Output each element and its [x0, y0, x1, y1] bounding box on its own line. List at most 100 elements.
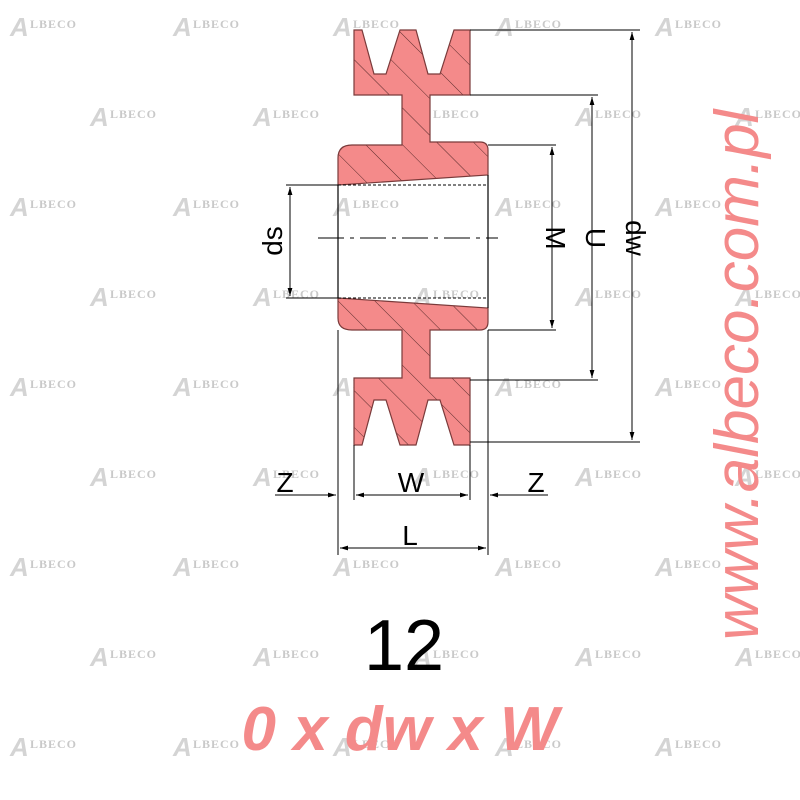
watermark-text: LBECO	[675, 737, 722, 751]
watermark-logo-mark: A	[734, 462, 754, 492]
watermark-text: LBECO	[515, 377, 562, 391]
watermark-text: LBECO	[193, 377, 240, 391]
watermark-text: LBECO	[353, 557, 400, 571]
watermark-logo-mark: A	[172, 372, 192, 402]
watermark-logo-mark: A	[172, 732, 192, 762]
watermark-text: LBECO	[675, 197, 722, 211]
watermark-text: LBECO	[30, 737, 77, 751]
watermark-text: LBECO	[110, 287, 157, 301]
watermark-logo-mark: A	[172, 12, 192, 42]
watermark-logo-mark: A	[89, 282, 109, 312]
watermark-logo-mark: A	[89, 462, 109, 492]
figure-number: 12	[364, 606, 444, 686]
watermark-text: LBECO	[110, 107, 157, 121]
watermark-logo-mark: A	[412, 642, 432, 672]
dimension-lines	[275, 29, 640, 555]
watermark-logo-mark: A	[574, 462, 594, 492]
watermark-logo-mark: A	[252, 102, 272, 132]
watermark-text: LBECO	[595, 287, 642, 301]
watermark-logo-mark: A	[494, 372, 514, 402]
size-formula: 0 x dw x W	[242, 695, 563, 764]
watermark-text: LBECO	[515, 737, 562, 751]
watermark-logo-mark: A	[332, 552, 352, 582]
watermark-logo-mark: A	[9, 12, 29, 42]
watermark-text: LBECO	[273, 107, 320, 121]
watermark-text: LBECO	[515, 17, 562, 31]
watermark-text: LBECO	[433, 467, 480, 481]
watermark-logo-mark: A	[574, 102, 594, 132]
watermark-text: LBECO	[675, 377, 722, 391]
watermark-text: LBECO	[755, 467, 800, 481]
watermark-logo-mark: A	[734, 102, 754, 132]
watermark-logo-mark: A	[172, 552, 192, 582]
watermark-logo-mark: A	[9, 192, 29, 222]
watermark-text: LBECO	[515, 557, 562, 571]
watermark-text: LBECO	[595, 467, 642, 481]
watermark-text: LBECO	[30, 557, 77, 571]
watermark-logo-mark: A	[574, 642, 594, 672]
watermark-text: LBECO	[193, 197, 240, 211]
watermark-text: LBECO	[755, 647, 800, 661]
watermark-logo-mark: A	[252, 642, 272, 672]
watermark-text: LBECO	[675, 557, 722, 571]
watermark-text: LBECO	[353, 737, 400, 751]
watermark-text: LBECO	[193, 17, 240, 31]
watermark-text: LBECO	[353, 197, 400, 211]
dim-label-l: L	[402, 520, 418, 551]
watermark-text: LBECO	[433, 647, 480, 661]
watermark-text: LBECO	[110, 647, 157, 661]
watermark-text: LBECO	[273, 287, 320, 301]
watermark-logo-mark: A	[9, 372, 29, 402]
dim-label-dw: dw	[620, 220, 651, 257]
dim-label-M: M	[540, 226, 571, 249]
watermark-logo-mark: A	[654, 372, 674, 402]
watermark-text: LBECO	[193, 557, 240, 571]
lower-section	[337, 297, 489, 446]
watermark-logo-mark: A	[172, 192, 192, 222]
upper-section	[337, 29, 489, 186]
watermark-logo-mark: A	[252, 282, 272, 312]
watermark-text: LBECO	[353, 17, 400, 31]
watermark-text: LBECO	[595, 107, 642, 121]
watermark-logo-mark: A	[734, 282, 754, 312]
watermark-text: LBECO	[515, 197, 562, 211]
watermark-logo-mark: A	[494, 192, 514, 222]
watermark-text: LBECO	[755, 287, 800, 301]
watermark-logo-mark: A	[494, 732, 514, 762]
watermark-text: LBECO	[273, 467, 320, 481]
watermark-logo-mark: A	[332, 12, 352, 42]
watermark-logo-mark: A	[252, 462, 272, 492]
watermark-text: LBECO	[433, 107, 480, 121]
watermark-text: LBECO	[755, 107, 800, 121]
watermark-text: LBECO	[595, 647, 642, 661]
watermark-logo-mark: A	[654, 12, 674, 42]
watermark-text: LBECO	[193, 737, 240, 751]
watermark-logo-mark: A	[9, 552, 29, 582]
watermark-logo-mark: A	[89, 642, 109, 672]
watermark-logo-mark: A	[494, 552, 514, 582]
dim-label-z-left: Z	[276, 467, 293, 498]
watermark-text: LBECO	[675, 17, 722, 31]
watermark-text: LBECO	[30, 377, 77, 391]
dim-label-U: U	[580, 228, 611, 248]
watermark-logo-mark: A	[574, 282, 594, 312]
watermark-logo-mark: A	[654, 552, 674, 582]
watermark-text: LBECO	[273, 647, 320, 661]
watermark-logo-mark: A	[734, 642, 754, 672]
dim-label-w: W	[398, 467, 425, 498]
watermark-logo-mark: A	[654, 732, 674, 762]
watermark-logo-mark: A	[89, 102, 109, 132]
watermark-logo-mark: A	[9, 732, 29, 762]
watermark-text: LBECO	[110, 467, 157, 481]
watermark-text: LBECO	[433, 287, 480, 301]
watermark-logo-mark: A	[494, 12, 514, 42]
pulley-section	[318, 29, 498, 446]
website-url: www.albeco.com.pl	[703, 107, 772, 640]
dim-label-z-right: Z	[527, 467, 544, 498]
watermark-logo-mark: A	[332, 192, 352, 222]
watermark-logo-mark: A	[412, 462, 432, 492]
watermark-text: LBECO	[30, 17, 77, 31]
watermark-text: LBECO	[30, 197, 77, 211]
